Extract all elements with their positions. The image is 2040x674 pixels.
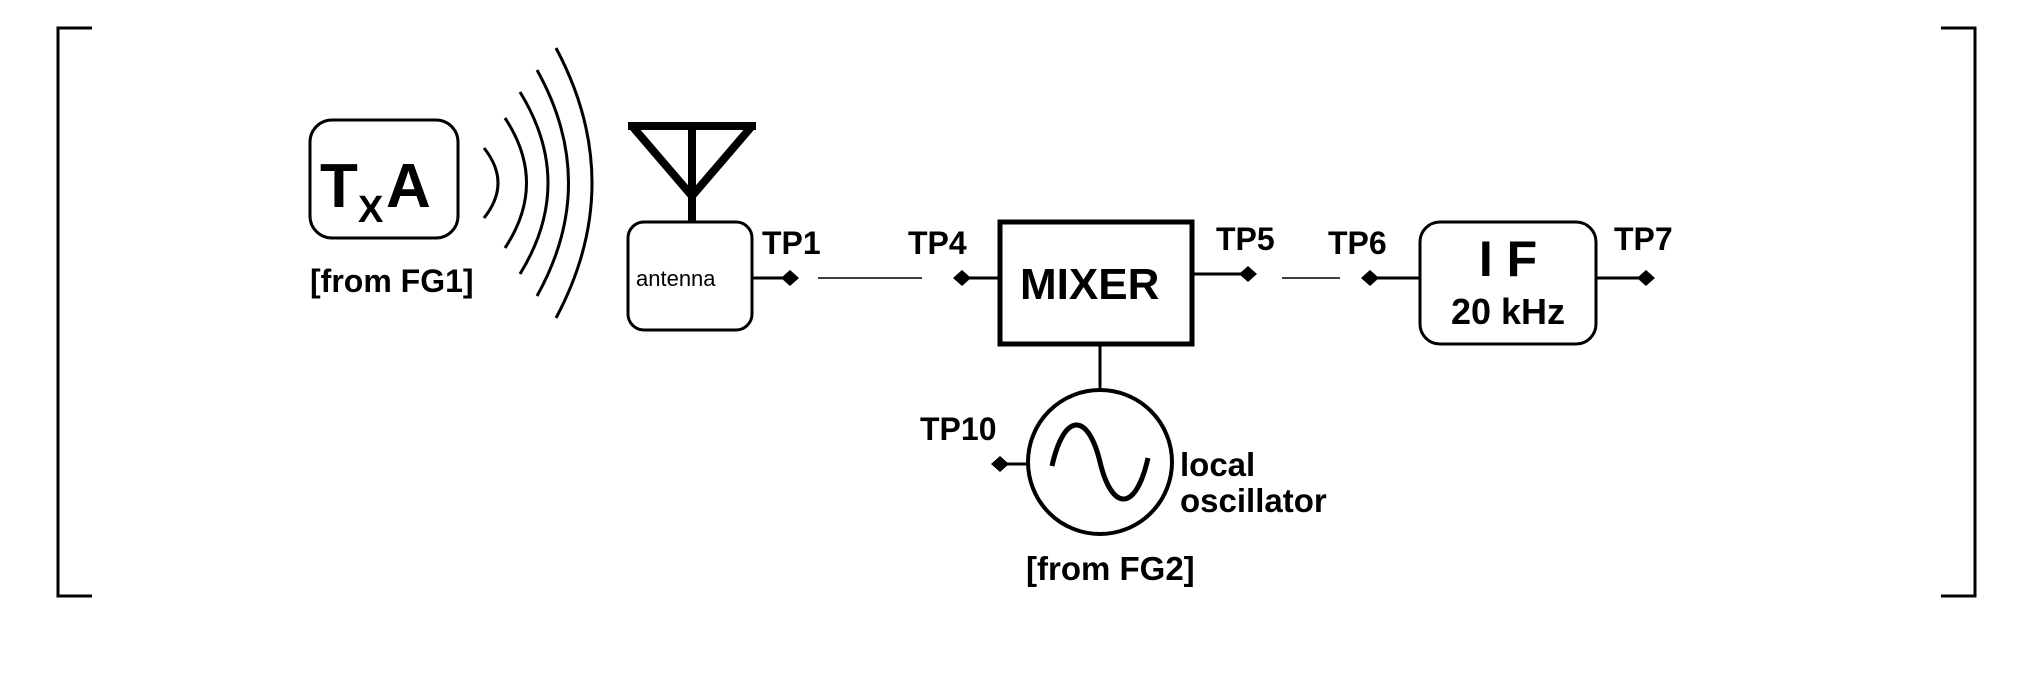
antenna-label: antenna: [636, 266, 716, 291]
oscillator-label-line2: oscillator: [1180, 482, 1327, 519]
oscillator-source-label: [from FG2]: [1026, 550, 1195, 587]
tp10-marker: [991, 456, 1009, 472]
tp1-marker: [781, 270, 799, 286]
mixer-block: MIXER: [997, 219, 1195, 347]
transmitter-label-subscript: X: [358, 189, 384, 231]
frame: [56, 26, 1977, 598]
oscillator-block: local oscillator [from FG2]: [1026, 388, 1327, 587]
if-filter-box: [1418, 220, 1598, 346]
transmitter-source-label: [from FG1]: [310, 263, 474, 299]
tp6-label: TP6: [1328, 225, 1387, 261]
oscillator-label-line1: local: [1180, 446, 1255, 483]
antenna-box: [626, 220, 754, 332]
tp10-label: TP10: [920, 411, 996, 447]
antenna-block: antenna: [626, 220, 754, 332]
if-filter-block: I F 20 kHz: [1418, 220, 1598, 346]
test-point-labels: TP1 TP4 TP5 TP6 TP7 TP10: [762, 221, 1673, 447]
mixer-box: [997, 219, 1195, 347]
tp7-label: TP7: [1614, 221, 1673, 257]
mixer-label: MIXER: [1020, 260, 1159, 309]
transmitter-block: T X A [from FG1]: [308, 118, 474, 299]
tp5-marker: [1239, 266, 1257, 282]
frame-left-bracket: [56, 26, 92, 598]
tp7-marker: [1637, 270, 1655, 286]
transmitter-box: [308, 118, 460, 240]
if-filter-frequency: 20 kHz: [1451, 291, 1565, 332]
transmitter-label-main: T: [320, 152, 358, 221]
transmitter-label-suffix: A: [386, 152, 431, 221]
sine-wave-icon: [1049, 422, 1151, 502]
frame-right-bracket: [1941, 26, 1977, 598]
tp4-label: TP4: [908, 225, 967, 261]
tp6-marker: [1361, 270, 1379, 286]
radio-waves-icon: [482, 47, 594, 319]
tp1-label: TP1: [762, 225, 821, 261]
if-filter-label: I F: [1479, 231, 1537, 287]
antenna-icon: [628, 122, 756, 222]
test-point-markers: [781, 266, 1655, 472]
tp5-label: TP5: [1216, 221, 1275, 257]
tp4-marker: [953, 270, 971, 286]
